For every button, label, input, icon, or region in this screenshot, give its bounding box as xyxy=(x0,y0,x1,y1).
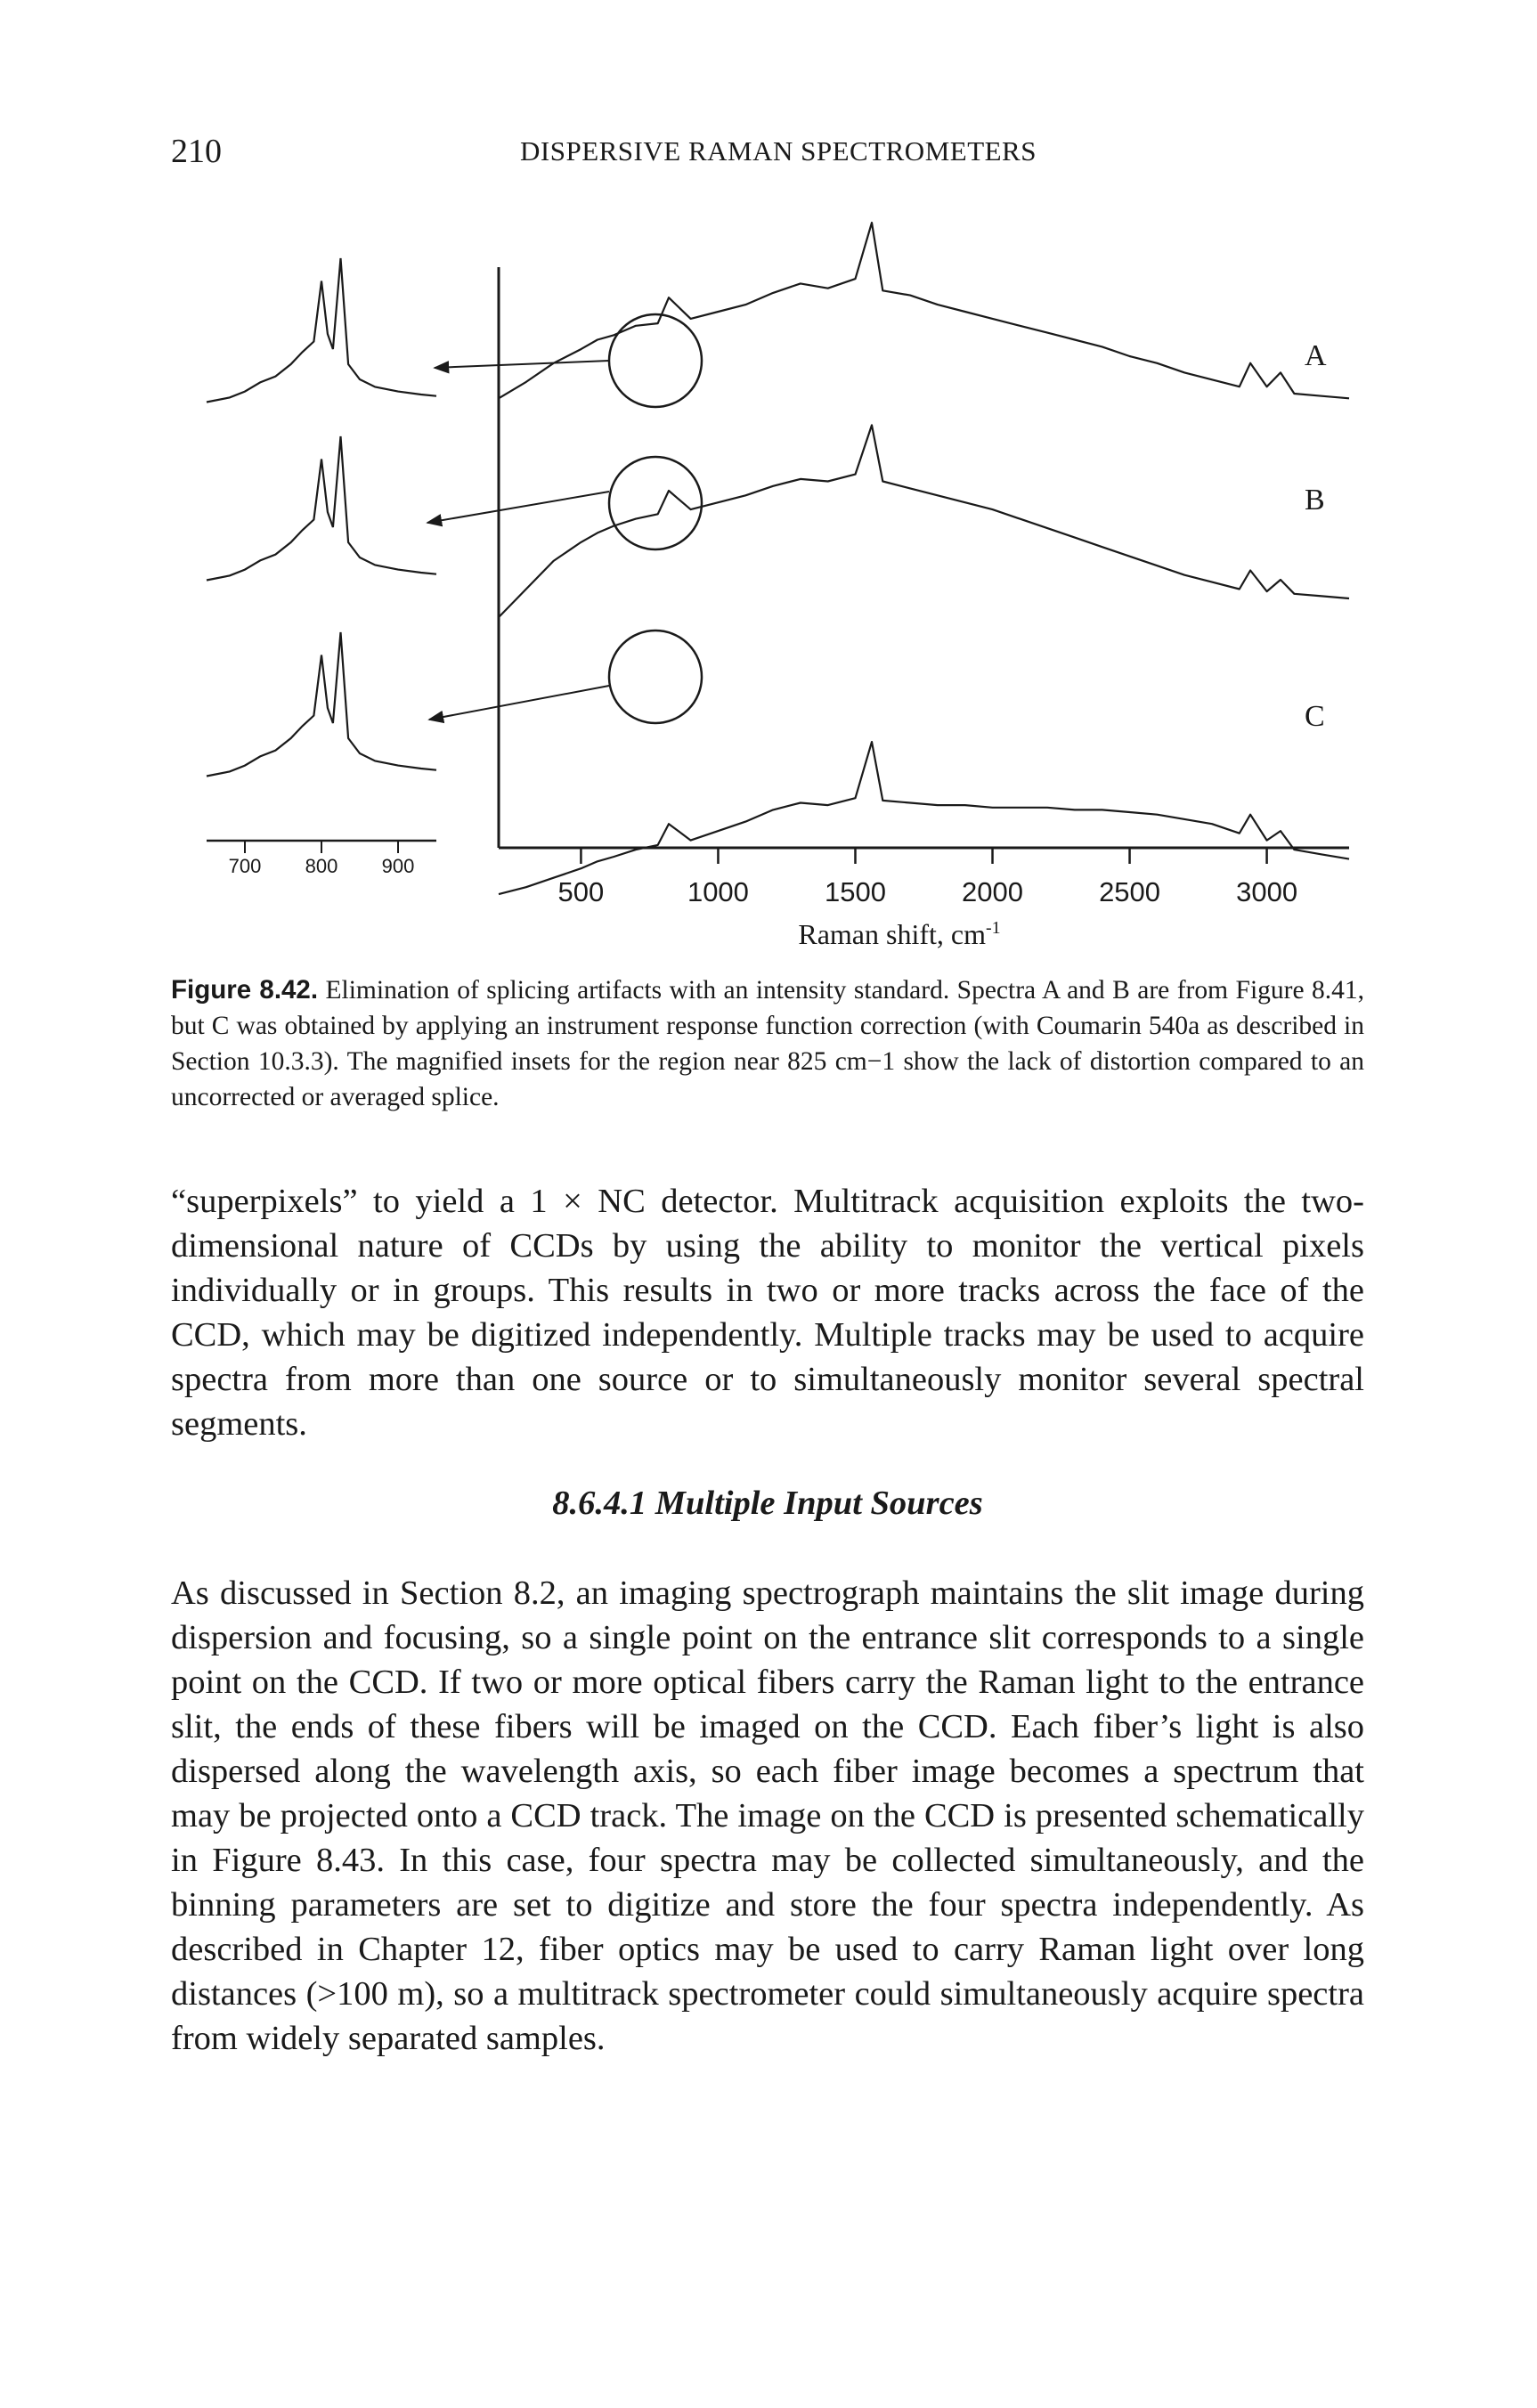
inset-tick-label-700: 700 xyxy=(229,855,262,877)
inset-trace-a xyxy=(206,257,437,403)
curve-label-a: A xyxy=(1305,339,1327,372)
running-head: 210 DISPERSIVE RAMAN SPECTROMETERS xyxy=(171,132,1364,176)
x-tick-label-1500: 1500 xyxy=(825,876,886,907)
spectrum-line-c xyxy=(498,740,1350,896)
inset-trace-c xyxy=(206,631,437,777)
pointer-arrow-c xyxy=(427,685,610,724)
running-title: DISPERSIVE RAMAN SPECTROMETERS xyxy=(520,135,1037,167)
pointer-arrow-b xyxy=(426,491,610,527)
x-axis-label: Raman shift, cm-1 xyxy=(798,918,1000,950)
pointer-arrow-a xyxy=(433,360,610,374)
inset-trace-b xyxy=(206,435,437,582)
page-number: 210 xyxy=(171,133,222,170)
x-tick-label-3000: 3000 xyxy=(1236,876,1297,907)
spectrum-line-b xyxy=(498,424,1350,618)
section-heading: 8.6.4.1 Multiple Input Sources xyxy=(552,1485,983,1522)
inset-tick-label-800: 800 xyxy=(305,855,338,877)
curve-label-b: B xyxy=(1305,484,1325,517)
body-paragraph-2: As discussed in Section 8.2, an imaging … xyxy=(171,1574,1364,2057)
caption-text: Elimination of splicing artifacts with a… xyxy=(171,976,1365,1111)
magnifier-circle-a xyxy=(607,313,703,409)
inset-tick-label-900: 900 xyxy=(382,855,415,877)
inset-axis-tick-labels: 700 800 900 xyxy=(229,855,415,877)
spectra-group xyxy=(498,221,1350,896)
inset-axis-ticks xyxy=(244,841,399,853)
x-tick-label-500: 500 xyxy=(558,876,605,907)
x-tick-label-1000: 1000 xyxy=(687,876,749,907)
figure-8-42: 500 1000 1500 2000 2500 3000 Raman shift, cm-… xyxy=(206,221,1350,950)
magnifier-circle-b xyxy=(607,455,703,551)
inset-traces xyxy=(206,257,437,777)
x-tick-label-2000: 2000 xyxy=(962,876,1023,907)
body-paragraph-1: “superpixels” to yield a 1 × NC detector… xyxy=(171,1183,1364,1443)
curve-label-c: C xyxy=(1305,700,1325,733)
x-axis-ticks xyxy=(580,848,1268,864)
spectrum-line-a xyxy=(498,221,1350,400)
caption-label: Figure 8.42. xyxy=(171,975,319,1005)
x-tick-label-2500: 2500 xyxy=(1099,876,1160,907)
magnifier-circle-c xyxy=(607,629,703,725)
x-axis-tick-labels: 500 1000 1500 2000 2500 3000 xyxy=(558,876,1298,907)
figure-caption: Figure 8.42. Elimination of splicing art… xyxy=(171,972,1364,1115)
